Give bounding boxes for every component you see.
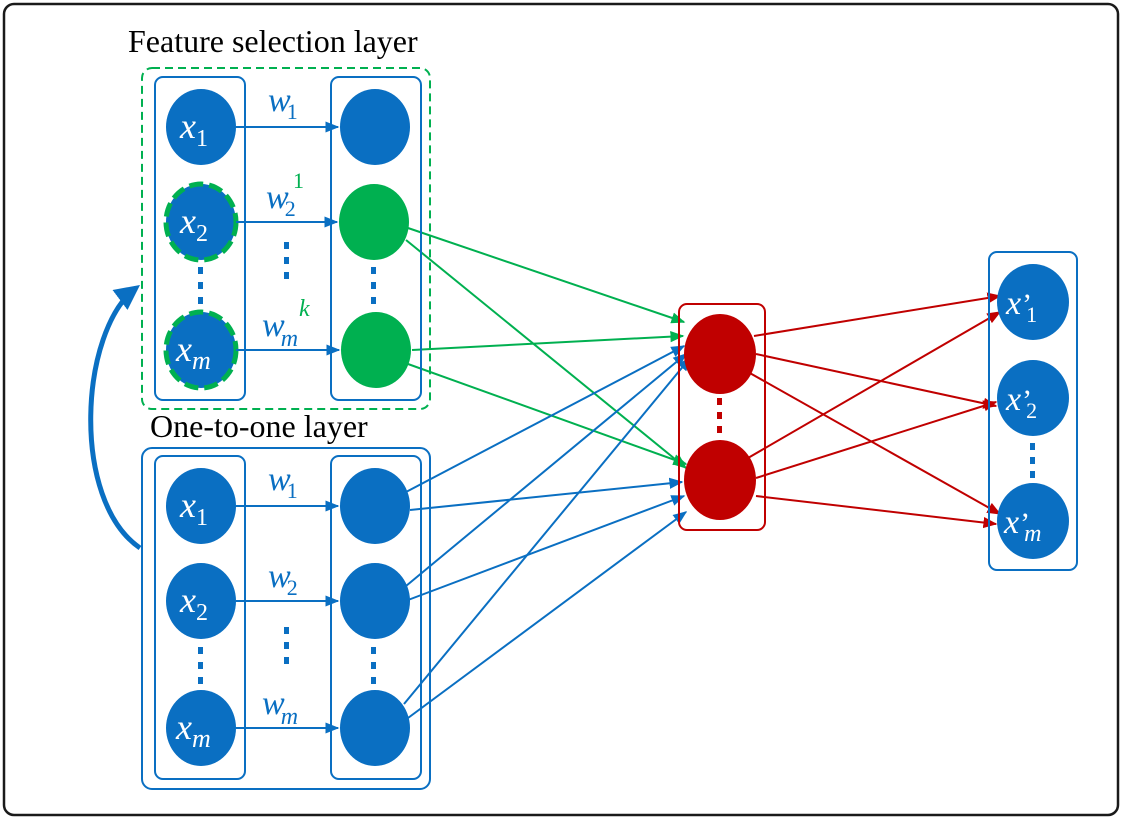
fs-weight-label-w2: w2 1 (266, 168, 304, 221)
oto-input-column (154, 455, 246, 780)
oto-input-x2: x2 (166, 563, 236, 639)
svg-text:w1: w1 (268, 82, 298, 124)
output-node-m: x’m (997, 483, 1069, 559)
svg-text:wm: wm (262, 685, 298, 730)
svg-text:x’2: x’2 (1005, 381, 1037, 423)
svg-text:x2: x2 (179, 580, 208, 626)
edge-h1-y2 (755, 353, 998, 409)
oto-weight-label-wm: wm (262, 685, 298, 730)
edge-fs2-h2 (405, 239, 688, 469)
fs-input-ellipsis (198, 267, 203, 304)
edge-om-h2 (407, 511, 688, 719)
svg-text:xm: xm (175, 329, 211, 375)
fs-weighted-ellipsis (371, 267, 376, 304)
output-node-1: x’1 (997, 264, 1069, 340)
edge-o1-h1 (405, 345, 686, 493)
output-layer-box (988, 251, 1078, 571)
edge-h2-y1 (747, 311, 1002, 459)
svg-text:x’m: x’m (1003, 504, 1041, 547)
oto-input-xm: xm (166, 690, 236, 766)
edge-fsm-h2 (407, 363, 688, 466)
fs-weight-ellipsis (284, 242, 289, 279)
fs-weighted-node-1 (340, 89, 410, 165)
svg-text:k: k (299, 296, 310, 322)
fs-weighted-node-2 (339, 184, 409, 260)
oto-weighted-column (330, 455, 422, 780)
red-connections (747, 292, 1002, 529)
edge-h1-y1 (753, 292, 1002, 337)
edge-h1-ym (747, 371, 1002, 515)
edge-o2-h2 (407, 495, 686, 601)
output-ellipsis (1030, 443, 1035, 478)
fs-input-x1: x1 (166, 89, 236, 165)
oto-weighted-node-m (340, 690, 410, 766)
svg-text:w1: w1 (268, 461, 298, 503)
edge-fs2-h1 (407, 227, 686, 324)
edge-fsm-h1 (411, 331, 685, 351)
oto-input-x1: x1 (166, 468, 236, 544)
edge-o1-h2 (409, 477, 684, 511)
oto-weighted-node-2 (340, 563, 410, 639)
one-to-one-title: One-to-one layer (150, 408, 368, 444)
oto-weight-label-w1: w1 (268, 461, 298, 503)
svg-text:x1: x1 (179, 485, 208, 531)
edge-o2-h1 (405, 353, 688, 587)
blue-connections (403, 345, 691, 719)
green-connections (405, 227, 688, 469)
edge-om-h1 (403, 356, 691, 705)
fs-input-xm: xm (163, 309, 239, 391)
fs-weight-label-wm: wm k (262, 296, 310, 352)
hidden-layer-box (678, 303, 766, 531)
feature-selection-box (141, 67, 431, 410)
fs-weighted-node-m (341, 312, 411, 388)
hidden-node-1 (684, 314, 756, 394)
fs-weighted-column (330, 76, 422, 401)
hidden-ellipsis (717, 398, 722, 433)
oto-weighted-ellipsis (371, 647, 376, 684)
fs-input-column (154, 76, 246, 401)
one-to-one-box (141, 447, 431, 790)
feature-selection-title: Feature selection layer (128, 23, 418, 59)
edge-h2-ym (755, 495, 998, 529)
fs-weight-label-w1: w1 (268, 82, 298, 124)
svg-text:w2: w2 (266, 179, 296, 221)
svg-text:w2: w2 (268, 558, 298, 600)
svg-text:x2: x2 (179, 201, 208, 247)
oto-input-ellipsis (198, 647, 203, 684)
oto-weight-label-w2: w2 (268, 558, 298, 600)
svg-text:wm: wm (262, 307, 298, 352)
edge-h2-y2 (755, 400, 998, 479)
output-node-2: x’2 (997, 360, 1069, 436)
svg-text:x1: x1 (179, 106, 208, 152)
oto-weighted-node-1 (340, 468, 410, 544)
svg-text:1: 1 (293, 168, 304, 193)
svg-text:x’1: x’1 (1005, 285, 1037, 327)
feedback-arrow (88, 284, 142, 551)
svg-text:xm: xm (175, 707, 211, 753)
hidden-node-2 (684, 440, 756, 520)
oto-weight-ellipsis (284, 627, 289, 664)
fs-input-x2: x2 (163, 181, 239, 263)
